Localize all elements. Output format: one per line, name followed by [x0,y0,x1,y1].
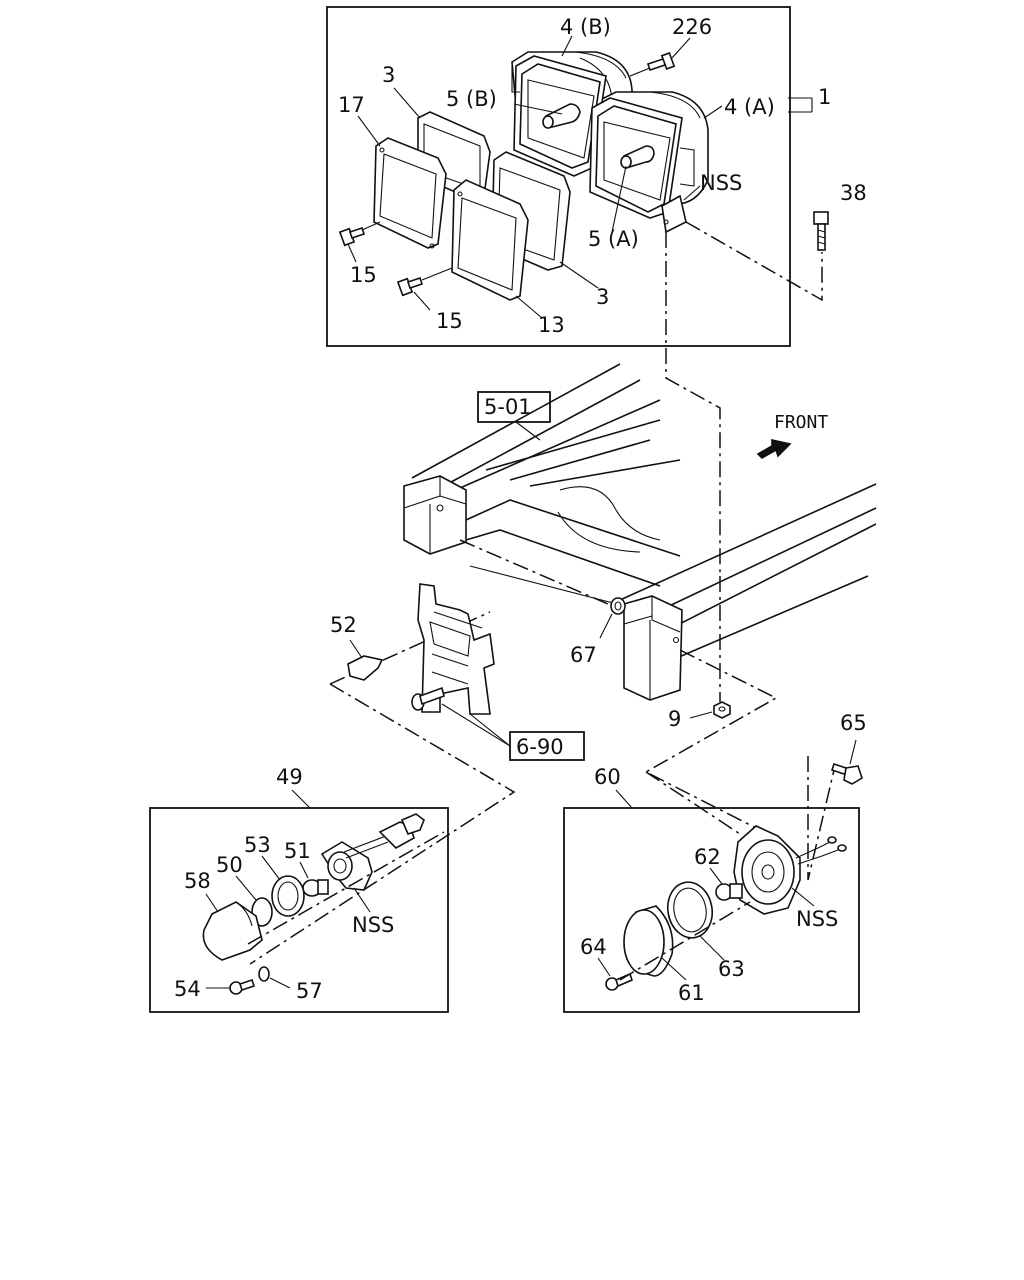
label-bolt-65: 65 [840,711,867,735]
turn-lamp-lens-61 [623,905,687,981]
label-clip-52: 52 [330,613,357,637]
turn-lamp-bulb-62 [709,867,743,901]
align-line-turn [645,771,741,835]
bracket-bolt [411,686,445,711]
bezel-17 [373,137,447,249]
label-bolt-64: 64 [580,935,607,959]
front-arrow [756,439,792,459]
label-lens-61: 61 [678,981,705,1005]
bolt-65 [830,739,863,785]
label-nss-left: NSS [352,913,394,937]
side-lamp-base [320,813,425,891]
align-line-9 [644,649,778,831]
label-nut-67: 67 [570,643,597,667]
label-screw-54: 54 [174,977,201,1001]
label-ref-5-01: 5-01 [484,395,532,419]
headlamp-group-frame [326,6,791,347]
side-lamp-gasket-53 [271,875,305,917]
label-bulb-51: 51 [284,839,311,863]
label-bezel-17: 17 [338,93,365,117]
side-lamp-bulb-51 [302,879,329,897]
screw-15-right [396,267,453,297]
side-lamp-axis [247,831,445,945]
label-screw-15-left: 15 [350,263,377,287]
label-lamp-b: 4 (B) [560,15,611,39]
label-group-headlamp: 1 [818,85,831,109]
label-gasket-left: 3 [382,63,395,87]
bolt-64 [597,957,633,991]
bezel-13 [451,179,529,301]
label-screw-226: 226 [672,15,712,39]
align-line-38 [685,221,823,302]
nut-67 [599,597,626,639]
clip-52 [347,639,384,681]
bulb-a [620,145,655,169]
turn-lamp-gasket-63 [666,881,725,961]
label-group-side-lamp: 49 [276,765,303,789]
screw-54 [206,978,256,995]
ref-box-5-01 [477,391,551,423]
chassis-frame [403,363,877,701]
nut-9 [689,701,731,719]
side-lamp-housing-58 [202,901,263,961]
label-ref-6-90: 6-90 [516,735,564,759]
label-housing-58: 58 [184,869,211,893]
label-bulb-b: 5 (B) [446,87,497,111]
label-gasket-63: 63 [718,957,745,981]
leaders-side [205,855,371,989]
label-bulb-62: 62 [694,845,721,869]
align-line-side [249,683,516,965]
side-lamp-group-frame [149,807,449,1013]
label-nut-9: 9 [668,707,681,731]
label-bezel-13: 13 [538,313,565,337]
label-bulb-a: 5 (A) [588,227,639,251]
screw-15-left [338,221,381,247]
screw-226 [629,52,676,77]
label-group-turn-lamp: 60 [594,765,621,789]
label-gasket-right: 3 [596,285,609,309]
label-nss-right: NSS [796,907,838,931]
turn-lamp-group-frame [563,807,860,1013]
align-line-frame [665,232,721,576]
washer-57 [258,966,270,982]
label-nss-top: NSS [700,171,742,195]
align-line-65 [807,756,835,881]
label-front: FRONT [774,412,828,433]
label-gasket-53: 53 [244,833,271,857]
label-bolt-38: 38 [840,181,867,205]
label-screw-15-right: 15 [436,309,463,333]
turn-lamp-axis [619,901,751,981]
bolt-38 [813,211,829,251]
align-line-67 [459,539,609,605]
label-washer-57: 57 [296,979,323,1003]
label-lamp-a: 4 (A) [724,95,775,119]
bulb-b [542,103,581,129]
leaders-top [347,35,813,319]
turn-lamp-base [733,825,847,915]
label-lens-50: 50 [216,853,243,877]
